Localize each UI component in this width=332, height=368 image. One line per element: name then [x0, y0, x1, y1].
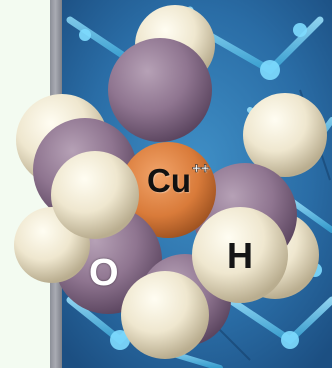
copper-atom: [120, 142, 216, 238]
copper-label: Cu++: [147, 161, 210, 199]
copper-charge: ++: [192, 160, 210, 177]
hydrogen-atoms-front: [14, 151, 288, 359]
oxygen-label: O: [89, 252, 119, 294]
hydrogen-label: H: [227, 235, 253, 276]
copper-symbol: Cu: [147, 162, 191, 199]
